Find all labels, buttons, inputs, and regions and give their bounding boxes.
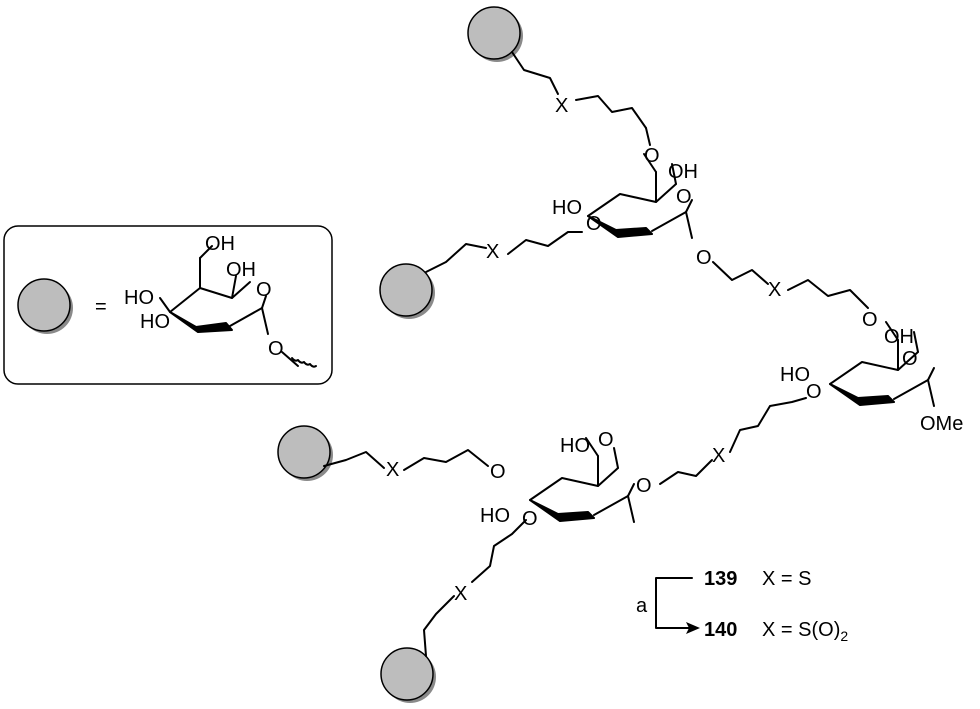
atom-ho4-right: HO	[780, 364, 810, 386]
atom-x-lower-left: X	[386, 459, 399, 481]
atom-o1-bottom: O	[636, 475, 652, 497]
compound-140-definition-main: X = S(O)	[762, 619, 840, 641]
legend-ho4: HO	[124, 287, 154, 309]
atom-oh2-right: OH	[884, 326, 914, 348]
atom-ring-o-right: O	[902, 348, 918, 370]
atom-o6-top: O	[644, 145, 660, 167]
atom-x-top: X	[555, 95, 568, 117]
atom-ring-o-bottom: O	[598, 429, 614, 451]
atom-ho4-bottom: HO	[480, 505, 510, 527]
atom-o3-top: O	[586, 213, 602, 235]
legend-ring-o: O	[256, 279, 272, 301]
compound-140-definition-subscript: 2	[840, 628, 848, 644]
atom-x-left: X	[486, 241, 499, 263]
linker-chains	[323, 51, 869, 657]
atom-ome: OMe	[920, 413, 963, 435]
legend-equals: =	[95, 296, 107, 318]
atom-ring-o-top: O	[676, 186, 692, 208]
atom-ho2-bottom: HO	[560, 435, 590, 457]
mannose-sphere-bottom	[380, 647, 437, 704]
compound-140-number: 140	[704, 619, 737, 641]
compound-139-number: 139	[704, 568, 737, 590]
compound-140-definition: X = S(O)2	[762, 619, 848, 644]
mannose-sphere-top	[467, 6, 524, 63]
reagent-label: a	[636, 595, 648, 617]
atom-o6-right: O	[862, 309, 878, 331]
legend-mannose-structure	[159, 245, 317, 368]
atom-oh2-top: OH	[668, 161, 698, 183]
atom-o1-top: O	[696, 247, 712, 269]
atom-x-bottom: X	[454, 583, 467, 605]
mannose-sphere-lower-left	[277, 425, 334, 482]
compound-139-definition: X = S	[762, 568, 811, 590]
legend-ho3: HO	[140, 311, 170, 333]
legend-anomeric-o: O	[268, 338, 284, 360]
mannose-residue-right	[829, 321, 935, 407]
legend-box	[3, 225, 333, 385]
atom-x-middle: X	[768, 279, 781, 301]
atom-x-bottom-right: X	[712, 445, 725, 467]
atom-o3-right: O	[806, 381, 822, 403]
reaction-arrow	[655, 577, 700, 634]
legend-oh2: OH	[226, 259, 256, 281]
legend-oh6: OH	[205, 233, 235, 255]
atom-o6-bottom: O	[490, 461, 506, 483]
atom-o3-bottom: O	[522, 508, 538, 530]
atom-ho4-top: HO	[552, 197, 582, 219]
